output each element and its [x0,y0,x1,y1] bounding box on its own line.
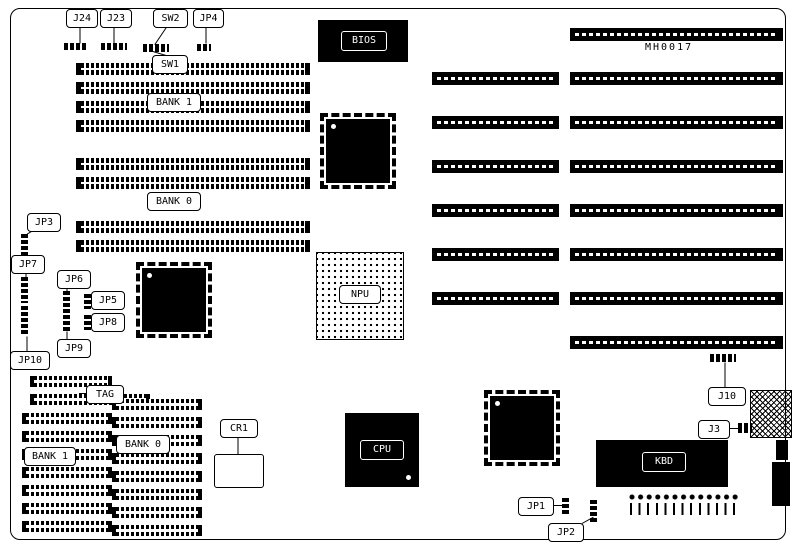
dip-switch-sw1-sw2 [143,44,169,52]
jumper-block-jp3 [21,234,28,258]
label-bank0-dip: BANK 0 [116,435,170,454]
jumper-block-jp2 [590,500,597,524]
isa-slot [570,204,783,217]
callout-j10: J10 [708,387,746,406]
callout-jp9: JP9 [57,339,91,358]
dip-chip-row [22,431,112,442]
callout-sw1: SW1 [152,55,188,74]
dip-chip-row [22,485,112,496]
jumper-block-j24 [64,43,86,50]
leader-line [724,362,726,388]
callout-jp10: JP10 [10,351,50,370]
callout-jp3: JP3 [27,213,61,232]
simm-socket-row [76,177,310,189]
callout-j3: J3 [698,420,730,439]
isa-slot [570,248,783,261]
simm-socket-row [76,63,310,75]
power-connector [776,440,788,460]
dip-chip-row [112,399,202,410]
dip-chip-row [112,525,202,536]
callout-jp7: JP7 [11,255,45,274]
dip-chip-row [22,521,112,532]
callout-jp2: JP2 [548,523,584,542]
jumper-block-j23 [101,43,127,50]
qfp-io-chip [484,390,560,466]
leader-line [26,336,28,352]
callout-jp8: JP8 [91,313,125,332]
leader-line [552,505,562,506]
label-bank0-simm: BANK 0 [147,192,201,211]
jumper-block-jp5 [84,294,91,309]
simm-socket-row [76,240,310,252]
callout-j23: J23 [100,9,132,28]
callout-jp4: JP4 [193,9,224,28]
dip-chip-row [30,376,112,387]
leader-line [237,436,239,455]
board-outline [10,8,786,540]
jumper-block-jp1 [562,498,569,514]
qfp-controller-chip [320,113,396,189]
pin1-dot [147,273,152,278]
jumper-block-jp8 [84,315,91,330]
isa-slot [570,336,783,349]
jumper-block-jp4 [197,44,211,51]
power-connector [772,462,790,506]
jumper-block-j10 [710,354,736,362]
simm-socket-row [76,120,310,132]
leader-line [79,26,81,44]
callout-tag: TAG [86,385,124,404]
dip-chip-row [112,417,202,428]
label-bank1-dip: BANK 1 [24,447,76,466]
isa-slot-extension [432,204,559,217]
npu-socket [316,252,404,340]
label-cpu: CPU [360,440,404,460]
leader-line [113,26,115,44]
jumper-block-jp6-jp9 [63,291,70,331]
isa-slot-extension [432,292,559,305]
part-number-text: MH0017 [645,42,694,53]
isa-slot [570,28,783,41]
callout-jp6: JP6 [57,270,91,289]
jumper-block-jp7 [21,277,28,303]
label-npu: NPU [339,285,381,304]
pin1-dot [406,475,411,480]
battery-cr1 [214,454,264,488]
simm-socket-row [76,158,310,170]
callout-j24: J24 [66,9,98,28]
leader-line [79,393,86,394]
dip-chip-row [112,507,202,518]
label-bank1-simm: BANK 1 [147,93,201,112]
label-bios: BIOS [341,31,387,51]
dip-chip-row [112,471,202,482]
isa-slot [570,292,783,305]
leader-line [728,428,738,429]
isa-slot-extension [432,116,559,129]
jumper-block-jp10 [21,306,28,336]
label-kbd: KBD [642,452,686,472]
dip-chip-row [22,413,112,424]
capacitor-pin-row [628,492,738,515]
dip-chip-row [22,503,112,514]
isa-slot [570,116,783,129]
isa-slot-extension [432,160,559,173]
simm-socket-row [76,82,310,94]
dip-chip-row [112,489,202,500]
simm-socket-row [76,221,310,233]
isa-slot-extension [432,72,559,85]
callout-cr1: CR1 [220,419,258,438]
jumper-block-j3 [738,423,752,433]
callout-jp1: JP1 [518,497,554,516]
callout-jp5: JP5 [91,291,125,310]
isa-slot-extension [432,248,559,261]
keyboard-connector [750,390,792,438]
dip-chip-row [112,453,202,464]
pin1-dot [331,124,336,129]
isa-slot [570,72,783,85]
leader-line [205,26,207,44]
callout-sw2: SW2 [153,9,188,28]
qfp-chipset-chip [136,262,212,338]
isa-slot [570,160,783,173]
pin1-dot [495,401,500,406]
dip-chip-row [22,467,112,478]
